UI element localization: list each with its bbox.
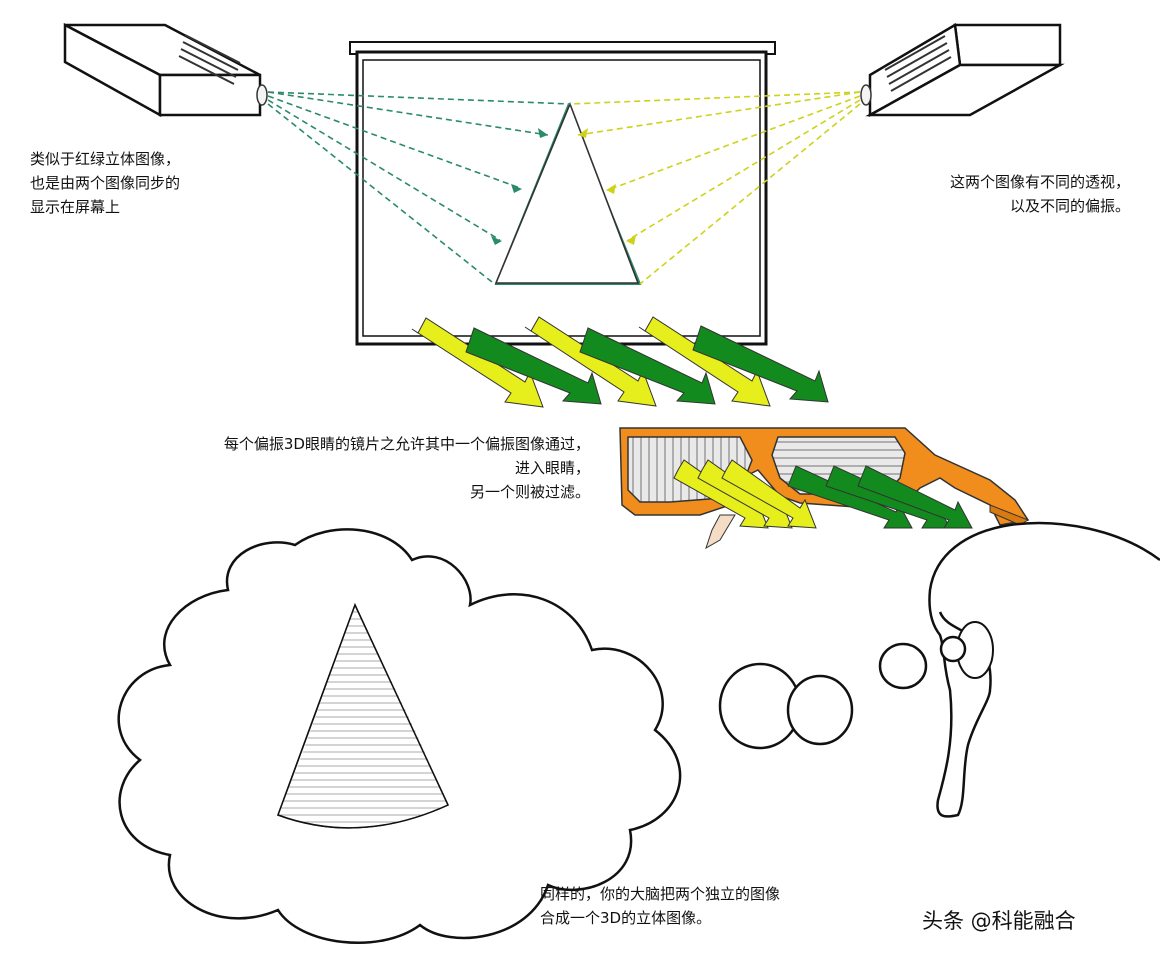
yellow-arrow-3 [638,316,771,407]
glasses-nose-piece [705,514,736,550]
screen-light-arrows [411,316,829,408]
stereo-note: 类似于红绿立体图像， 也是由两个图像同步的 显示在屏幕上 [30,150,181,216]
left-beam-arrowheads [491,128,548,245]
perspective-note: 这两个图像有不同的透视， 以及不同的偏振。 [949,173,1130,215]
green-arrow-3 [692,325,829,403]
projected-triangle [494,101,640,284]
right-projector-beams [569,91,861,285]
left-projector-beams [267,91,571,283]
lens-filter-arrows [673,459,973,529]
green-arrow-1 [465,327,602,405]
thought-bubbles [718,635,967,750]
projection-screen [349,41,776,346]
viewer-head [928,521,1160,818]
yellow-arrow-2 [524,316,657,407]
left-projector [63,22,268,118]
source-watermark: 头条 @科能融合 [922,909,1076,933]
imagined-3d-cone [277,603,449,829]
glasses-note: 每个偏振3D眼睛的镜片之允许其中一个偏振图像通过， 进入眼睛， 另一个则被过滤。 [223,435,590,501]
brain-note: 同样的，你的大脑把两个独立的图像 合成一个3D的立体图像。 [540,885,781,927]
right-projector [860,22,1065,118]
right-beam-arrowheads [578,128,636,245]
yellow-arrow-1 [411,317,544,408]
green-arrow-2 [579,327,716,405]
